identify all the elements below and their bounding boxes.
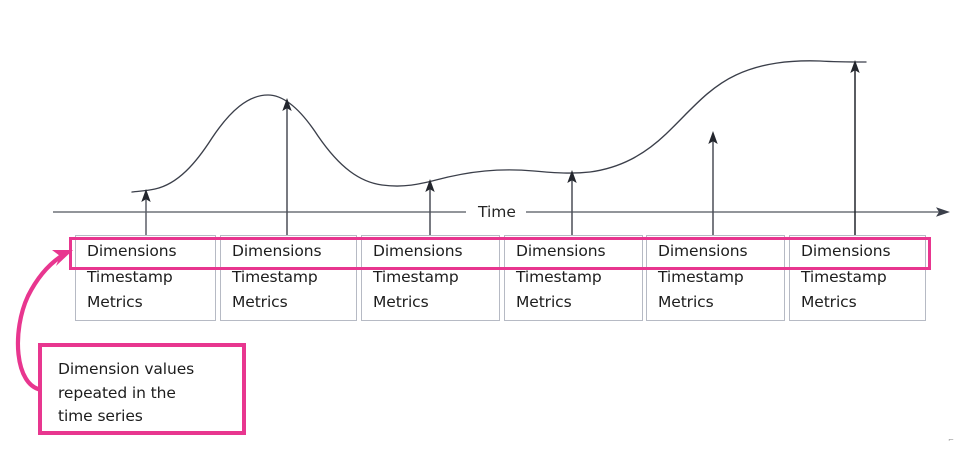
card-metrics-label: Metrics — [87, 293, 143, 311]
time-axis-label: Time — [471, 203, 523, 221]
timeseries-curve — [131, 60, 867, 193]
callout-box: Dimension values repeated in the time se… — [38, 343, 246, 435]
card-metrics-label: Metrics — [801, 293, 857, 311]
sample-arrow-3 — [425, 179, 435, 235]
card-dimensions-label: Dimensions — [373, 242, 463, 260]
record-card[interactable]: Dimensions Timestamp Metrics — [504, 235, 643, 321]
record-card[interactable]: Dimensions Timestamp Metrics — [361, 235, 500, 321]
record-card[interactable]: Dimensions Timestamp Metrics — [646, 235, 785, 321]
sample-arrow-1 — [141, 189, 151, 235]
card-dimensions-label: Dimensions — [516, 242, 606, 260]
sample-arrow-6 — [850, 60, 860, 235]
card-timestamp-label: Timestamp — [232, 267, 318, 286]
record-card[interactable]: Dimensions Timestamp Metrics — [220, 235, 357, 321]
sample-arrows — [141, 60, 860, 235]
record-card[interactable]: Dimensions Timestamp Metrics — [75, 235, 216, 321]
time-axis-arrowhead — [936, 207, 950, 217]
card-timestamp-label: Timestamp — [373, 267, 459, 286]
sample-arrow-2 — [282, 98, 292, 235]
record-card[interactable]: Dimensions Timestamp Metrics — [789, 235, 926, 321]
sample-arrow-5 — [708, 131, 718, 235]
card-metrics-label: Metrics — [232, 293, 288, 311]
card-metrics-label: Metrics — [658, 293, 714, 311]
corner-mark: ⌐ — [948, 436, 954, 444]
card-metrics-label: Metrics — [373, 293, 429, 311]
card-metrics-label: Metrics — [516, 293, 572, 311]
card-dimensions-label: Dimensions — [232, 242, 322, 260]
card-timestamp-label: Timestamp — [516, 267, 602, 286]
card-timestamp-label: Timestamp — [801, 267, 887, 286]
card-timestamp-label: Timestamp — [87, 267, 173, 286]
sample-arrow-4 — [567, 170, 577, 235]
callout-text: Dimension values repeated in the time se… — [58, 360, 195, 425]
callout-connector-arrow — [15, 250, 73, 393]
card-dimensions-label: Dimensions — [801, 242, 891, 260]
card-dimensions-label: Dimensions — [658, 242, 748, 260]
card-dimensions-label: Dimensions — [87, 242, 177, 260]
card-timestamp-label: Timestamp — [658, 267, 744, 286]
